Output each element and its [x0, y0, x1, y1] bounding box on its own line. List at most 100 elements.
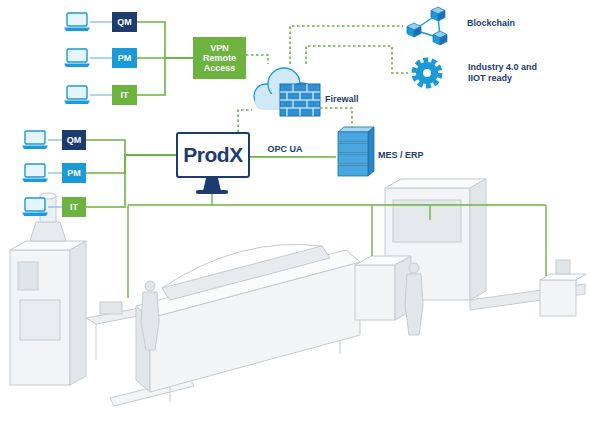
dotted-connector: [290, 26, 403, 64]
operator-body: [405, 274, 423, 335]
node-text: Blockchain: [467, 18, 515, 29]
firewall-node: Firewall: [252, 64, 320, 120]
gear-body: [416, 62, 438, 84]
filler-panel: [18, 262, 38, 290]
checkweigher-top: [540, 274, 586, 280]
gear-teeth: [414, 60, 440, 86]
server-unit: [338, 165, 368, 176]
cartoner-top: [385, 179, 486, 188]
server-icon: [338, 127, 374, 176]
server-unit: [338, 154, 368, 164]
production-line: [10, 179, 586, 406]
edge-label: OPC UA: [267, 144, 302, 154]
dotted-connector: [246, 55, 268, 64]
node-text: Industry 4.0 and IIOT ready: [468, 62, 540, 84]
laptop-icon: [64, 86, 90, 104]
role-box: QM: [112, 12, 137, 32]
node-text: PM: [118, 53, 132, 63]
node-text: VPN Remote Access: [199, 43, 240, 73]
tunnel-top: [136, 250, 360, 318]
dotted-connector: [320, 108, 352, 128]
scale: [100, 302, 122, 314]
firewall-wall: [280, 84, 320, 116]
network-line: [137, 22, 193, 58]
laptop-icon: [64, 49, 90, 67]
role-box: PM: [112, 48, 137, 68]
node-text: QM: [117, 17, 132, 27]
network-line: [86, 155, 176, 207]
laptop-link: [48, 206, 62, 207]
node-text: PM: [67, 168, 81, 178]
wire: [545, 205, 546, 276]
checkweigher-screen: [556, 260, 570, 274]
blockchain-node: Blockchain: [403, 6, 449, 46]
role-box: QM: [62, 130, 86, 150]
dotted-connector: [306, 46, 408, 73]
laptops: [22, 13, 112, 216]
operator-head: [145, 281, 155, 291]
wire: [128, 204, 546, 205]
tunnel-hood: [162, 244, 322, 288]
block-cube: [433, 31, 447, 45]
node-text: QM: [67, 135, 82, 145]
wire: [211, 194, 212, 205]
tunnel-leg: [340, 341, 341, 354]
network-line: [86, 155, 176, 173]
role-box: IT: [112, 85, 137, 105]
network-line: [137, 58, 193, 95]
laptop-link: [48, 172, 62, 173]
wire: [127, 205, 128, 298]
filler-hopper: [30, 222, 66, 241]
role-box: PM: [62, 163, 86, 183]
laptop-icon: [64, 13, 90, 31]
monitor-base: [196, 190, 228, 194]
labeler-front: [355, 265, 395, 320]
laptop-link: [90, 57, 112, 58]
network-line: [86, 140, 176, 155]
block-cube: [407, 23, 421, 37]
access-box: VPN Remote Access: [193, 37, 246, 79]
server-side: [368, 127, 374, 176]
iiot-node: Industry 4.0 and IIOT ready: [408, 54, 446, 92]
prodx-monitor: ProdX: [176, 132, 250, 178]
network-line: [250, 156, 336, 158]
block-cube: [431, 7, 445, 21]
node-text: IT: [70, 202, 78, 212]
tunnel-leg: [170, 387, 171, 402]
cartoner-side: [470, 179, 486, 300]
node-text: Firewall: [325, 94, 359, 105]
node-text: MES / ERP: [378, 150, 424, 161]
cloud-firewall-icon: [254, 68, 320, 116]
server-unit: [338, 143, 368, 153]
wire: [429, 205, 430, 220]
laptop-icon: [22, 164, 48, 182]
laptop-icon: [22, 198, 48, 216]
laptop-link: [48, 139, 62, 140]
filler-side: [70, 241, 86, 385]
cartoner-window: [393, 200, 461, 242]
operator-body: [141, 292, 159, 350]
node-text: IT: [121, 90, 129, 100]
laptop-icon: [22, 131, 48, 149]
operator-head: [409, 263, 419, 273]
gear-icon: [414, 60, 440, 86]
table-leg: [96, 324, 97, 360]
server-unit: [338, 132, 368, 142]
brick-lines: [287, 84, 313, 116]
mes-erp-node: MES / ERP: [336, 128, 370, 178]
blockchain-icon: [407, 7, 447, 45]
checkweigher: [540, 280, 576, 316]
role-box: IT: [62, 197, 86, 217]
dotted-connector: [238, 110, 252, 132]
filler-front: [10, 250, 70, 385]
laptop-link: [90, 94, 112, 95]
gear-hole: [423, 69, 431, 77]
monitor-stand: [203, 178, 221, 191]
laptop-link: [90, 21, 112, 22]
filler-window: [20, 300, 60, 340]
plant-wiring: [128, 194, 546, 298]
wire: [371, 205, 372, 256]
node-text: ProdX: [183, 143, 242, 167]
